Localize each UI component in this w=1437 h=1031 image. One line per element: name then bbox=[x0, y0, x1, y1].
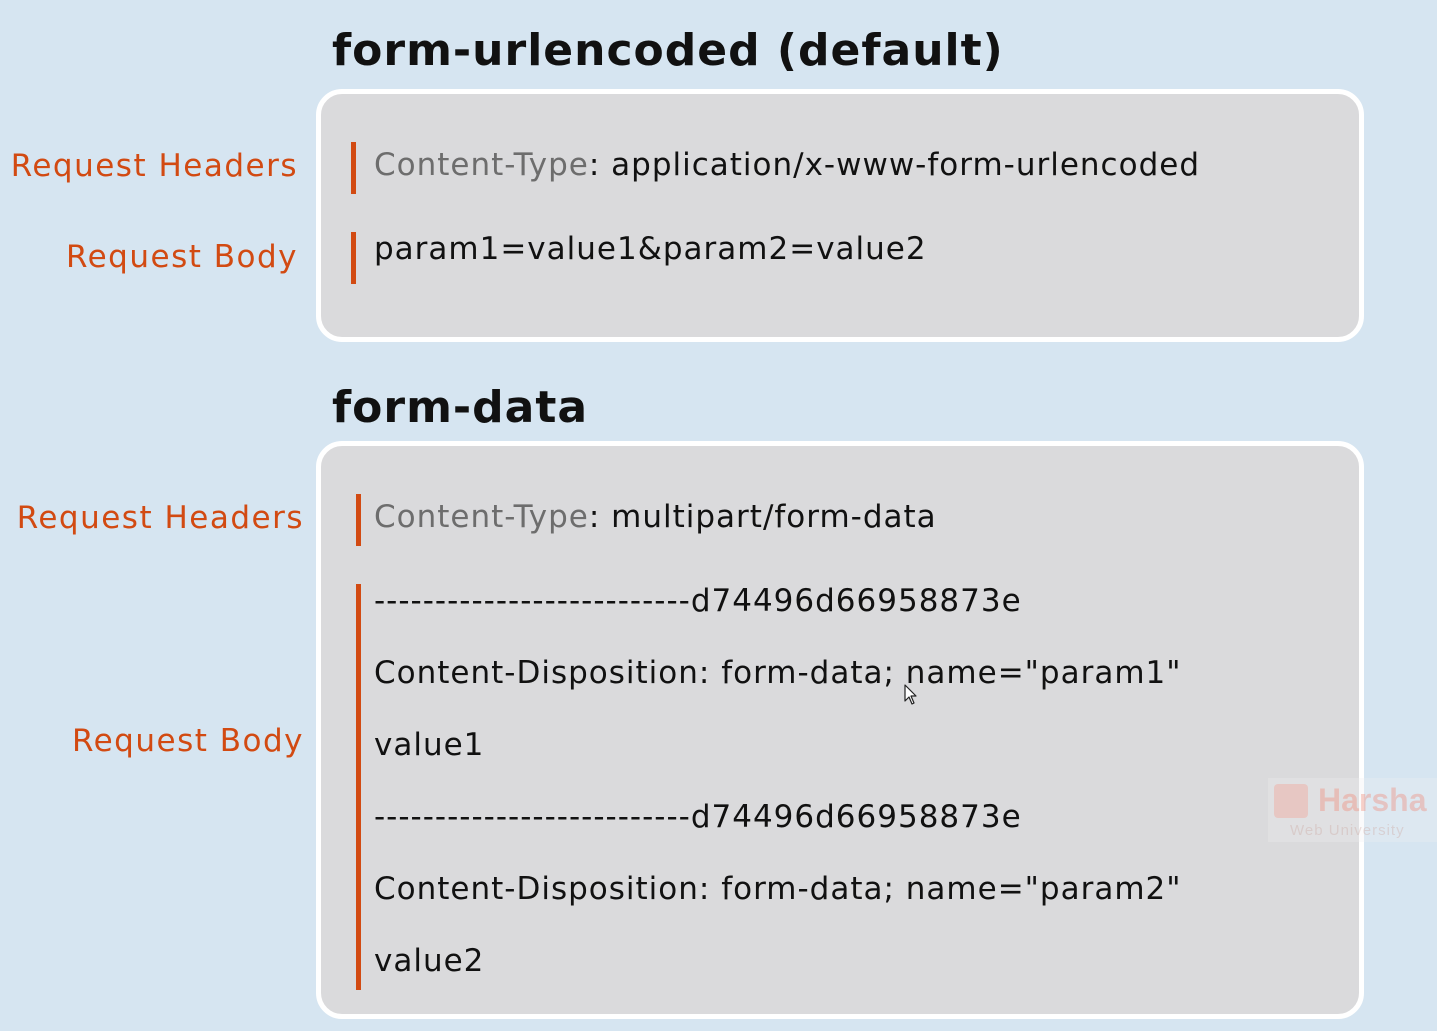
header-value: : multipart/form-data bbox=[588, 499, 937, 535]
card-form-data bbox=[316, 441, 1364, 1019]
body-line-value: value2 bbox=[374, 943, 485, 979]
label-request-body-urlencoded: Request Body bbox=[65, 239, 298, 275]
body-line-urlencoded: param1=value1&param2=value2 bbox=[374, 231, 927, 267]
label-request-headers-form-data: Request Headers bbox=[16, 500, 304, 536]
body-bar-urlencoded bbox=[351, 232, 356, 284]
label-request-body-form-data: Request Body bbox=[71, 723, 304, 759]
body-line-boundary: --------------------------d74496d6695887… bbox=[374, 799, 1022, 835]
header-value: : application/x-www-form-urlencoded bbox=[588, 147, 1200, 183]
header-line-urlencoded: Content-Type: application/x-www-form-url… bbox=[374, 150, 1200, 181]
body-line-value: value1 bbox=[374, 727, 485, 763]
header-key: Content-Type bbox=[374, 147, 589, 183]
watermark-name: Harsha bbox=[1318, 782, 1427, 818]
body-bar-form-data bbox=[356, 584, 361, 990]
watermark-subtitle: Web University bbox=[1290, 822, 1405, 839]
mouse-pointer-icon bbox=[904, 684, 917, 705]
header-bar-form-data bbox=[356, 494, 361, 546]
watermark: Harsha Web University bbox=[1268, 778, 1437, 842]
body-line-disposition: Content-Disposition: form-data; name="pa… bbox=[374, 655, 1182, 691]
card-form-urlencoded bbox=[316, 89, 1364, 342]
section-title-form-urlencoded: form-urlencoded (default) bbox=[332, 25, 1004, 76]
harsha-logo-icon bbox=[1274, 784, 1308, 818]
body-line-boundary: --------------------------d74496d6695887… bbox=[374, 583, 1022, 619]
section-title-form-data: form-data bbox=[332, 382, 589, 433]
header-line-form-data: Content-Type: multipart/form-data bbox=[374, 502, 937, 533]
label-request-headers-urlencoded: Request Headers bbox=[10, 148, 298, 184]
header-bar-urlencoded bbox=[351, 142, 356, 194]
body-line-disposition: Content-Disposition: form-data; name="pa… bbox=[374, 871, 1182, 907]
header-key: Content-Type bbox=[374, 499, 589, 535]
